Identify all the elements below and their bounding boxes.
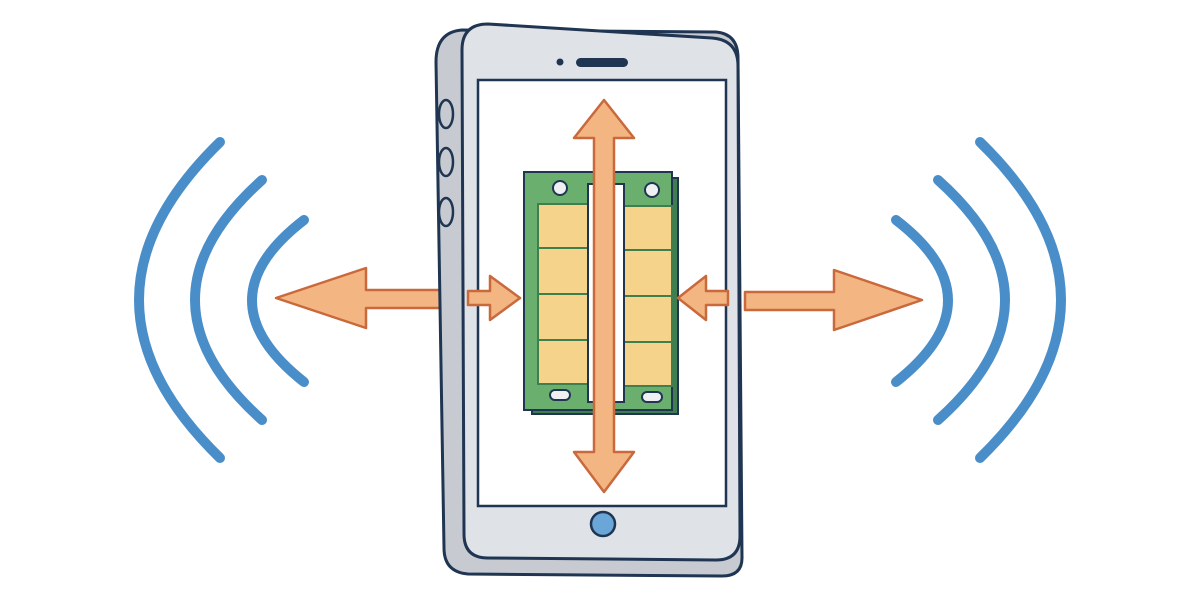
left-wave-middle — [190, 175, 267, 425]
left-chip-column — [537, 203, 589, 385]
side-button-2[interactable] — [437, 146, 455, 178]
right-wave-inner — [891, 215, 953, 387]
screw-top-right — [644, 182, 660, 198]
connector-bottom-right — [641, 391, 663, 403]
signal-waves-right-icon — [891, 137, 1066, 463]
inward-arrows — [466, 274, 730, 322]
chip-cell — [537, 247, 589, 295]
right-inward-arrow — [676, 274, 730, 322]
right-wave-middle — [933, 175, 1010, 425]
connector-bottom-left — [549, 389, 571, 401]
chip-cell — [537, 339, 589, 385]
chip-cell — [537, 203, 589, 249]
chip-cell — [623, 295, 673, 343]
home-button[interactable] — [589, 510, 617, 538]
left-wave-outer — [134, 137, 225, 463]
vertical-double-arrow — [572, 98, 636, 494]
chip-cell — [537, 293, 589, 341]
side-button-1[interactable] — [437, 98, 455, 130]
left-wave-inner — [247, 215, 309, 387]
left-inward-arrow — [466, 274, 522, 322]
side-button-3[interactable] — [437, 196, 455, 228]
front-camera — [556, 58, 564, 66]
left-outward-arrow — [274, 266, 442, 330]
circuit-board-icon — [523, 171, 679, 415]
right-wave-outer — [975, 137, 1066, 463]
right-outward-arrow — [743, 268, 924, 332]
chip-cell — [623, 205, 673, 251]
chip-cell — [623, 341, 673, 387]
screw-top-left — [552, 180, 568, 196]
signal-waves-left-icon — [134, 137, 309, 463]
right-chip-column — [623, 205, 673, 387]
speaker-grille — [576, 58, 628, 67]
chip-cell — [623, 249, 673, 297]
